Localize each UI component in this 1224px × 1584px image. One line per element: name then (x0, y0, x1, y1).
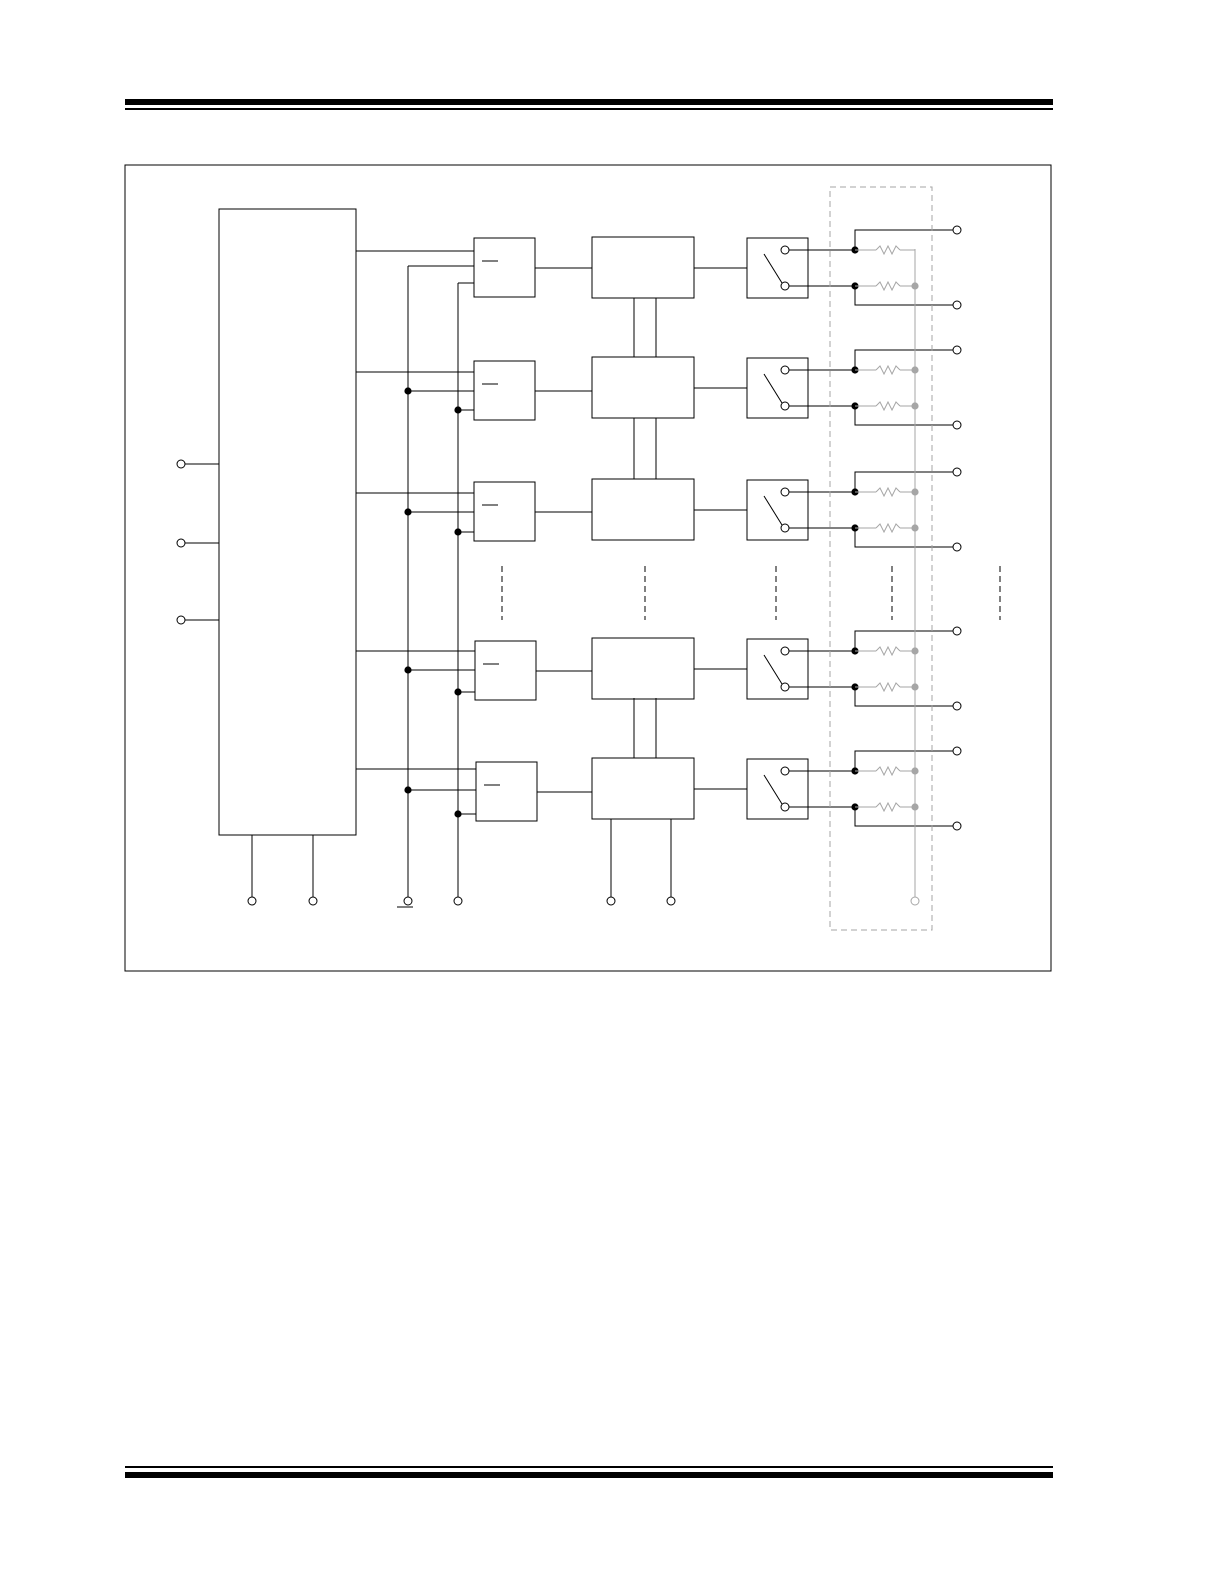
switch-lever-3 (763, 495, 783, 526)
output-terminal-a-1 (952, 225, 962, 235)
gate-block-5 (475, 761, 538, 822)
pull-resistor-a-1 (875, 244, 901, 256)
bus-b-junction-4 (454, 688, 462, 696)
bus-a-junction-3 (404, 508, 412, 516)
switch-block-2 (746, 357, 809, 419)
gate-block-3 (473, 481, 536, 542)
output-terminal-b-5 (952, 821, 962, 831)
header-rule-thin (125, 108, 1053, 110)
output-terminal-a-4 (952, 626, 962, 636)
switch-contact-a-5 (780, 766, 790, 776)
switch-contact-a-1 (780, 245, 790, 255)
switch-contact-b-2 (780, 401, 790, 411)
output-lead-a-2 (854, 349, 953, 370)
switch-contact-a-4 (780, 646, 790, 656)
bus-a-junction-2 (404, 387, 412, 395)
control-bottom-terminal-2 (308, 896, 318, 906)
gate-block-2 (473, 360, 536, 421)
switch-contact-b-1 (780, 281, 790, 291)
input-terminal-2 (176, 538, 186, 548)
switch-contact-a-3 (780, 487, 790, 497)
switch-contact-a-2 (780, 365, 790, 375)
footer-rule-thin (125, 1466, 1053, 1468)
pull-resistor-a-4 (875, 645, 901, 657)
pull-resistor-a-2 (875, 364, 901, 376)
output-lead-a-3 (854, 471, 953, 492)
output-terminal-b-4 (952, 701, 962, 711)
resistor-network-boundary (829, 186, 933, 931)
pull-resistor-b-2 (875, 400, 901, 412)
pull-resistor-a-5 (875, 765, 901, 777)
register-block-2 (591, 356, 695, 419)
output-lead-a-4 (854, 630, 953, 651)
bus-a-junction-4 (404, 666, 412, 674)
output-lead-a-5 (854, 750, 953, 771)
output-terminal-a-3 (952, 467, 962, 477)
gate-block-4 (474, 640, 537, 701)
output-terminal-b-3 (952, 542, 962, 552)
bus-b-junction-5 (454, 810, 462, 818)
resistor-common-terminal (910, 896, 920, 906)
register-bottom-terminal-2 (666, 896, 676, 906)
footer-rule-thick (125, 1472, 1053, 1478)
output-terminal-a-2 (952, 345, 962, 355)
input-terminal-1 (176, 459, 186, 469)
output-lead-b-1 (854, 286, 953, 306)
bus-a-junction-5 (404, 786, 412, 794)
bus-b-terminal (453, 896, 463, 906)
switch-block-3 (746, 479, 809, 541)
control-bottom-terminal-1 (247, 896, 257, 906)
output-terminal-a-5 (952, 746, 962, 756)
register-block-4 (591, 637, 695, 700)
pull-resistor-b-3 (875, 522, 901, 534)
gate-block-1 (473, 237, 536, 298)
output-lead-b-2 (854, 406, 953, 426)
switch-contact-b-5 (780, 802, 790, 812)
switch-lever-4 (763, 654, 783, 685)
output-terminal-b-2 (952, 420, 962, 430)
bus-b-junction-2 (454, 406, 462, 414)
output-lead-b-5 (854, 807, 953, 827)
output-lead-b-3 (854, 528, 953, 548)
pull-resistor-a-3 (875, 486, 901, 498)
switch-block-5 (746, 758, 809, 820)
bus-a-terminal (403, 896, 413, 906)
switch-lever-2 (763, 373, 783, 404)
output-terminal-b-1 (952, 300, 962, 310)
pull-resistor-b-5 (875, 801, 901, 813)
output-lead-a-1 (854, 229, 953, 250)
pull-resistor-b-4 (875, 681, 901, 693)
control-logic-block (218, 208, 357, 836)
register-block-3 (591, 478, 695, 541)
switch-contact-b-4 (780, 682, 790, 692)
bus-b-junction-3 (454, 528, 462, 536)
pull-resistor-b-1 (875, 280, 901, 292)
header-rule-thick (125, 99, 1053, 105)
switch-block-1 (746, 237, 809, 299)
switch-contact-b-3 (780, 523, 790, 533)
register-bottom-terminal-1 (606, 896, 616, 906)
figure-frame (124, 164, 1052, 972)
register-block-5 (591, 757, 695, 820)
switch-block-4 (746, 638, 809, 700)
switch-lever-5 (763, 774, 783, 805)
output-lead-b-4 (854, 687, 953, 707)
input-terminal-3 (176, 615, 186, 625)
switch-lever-1 (763, 253, 783, 284)
register-block-1 (591, 236, 695, 299)
